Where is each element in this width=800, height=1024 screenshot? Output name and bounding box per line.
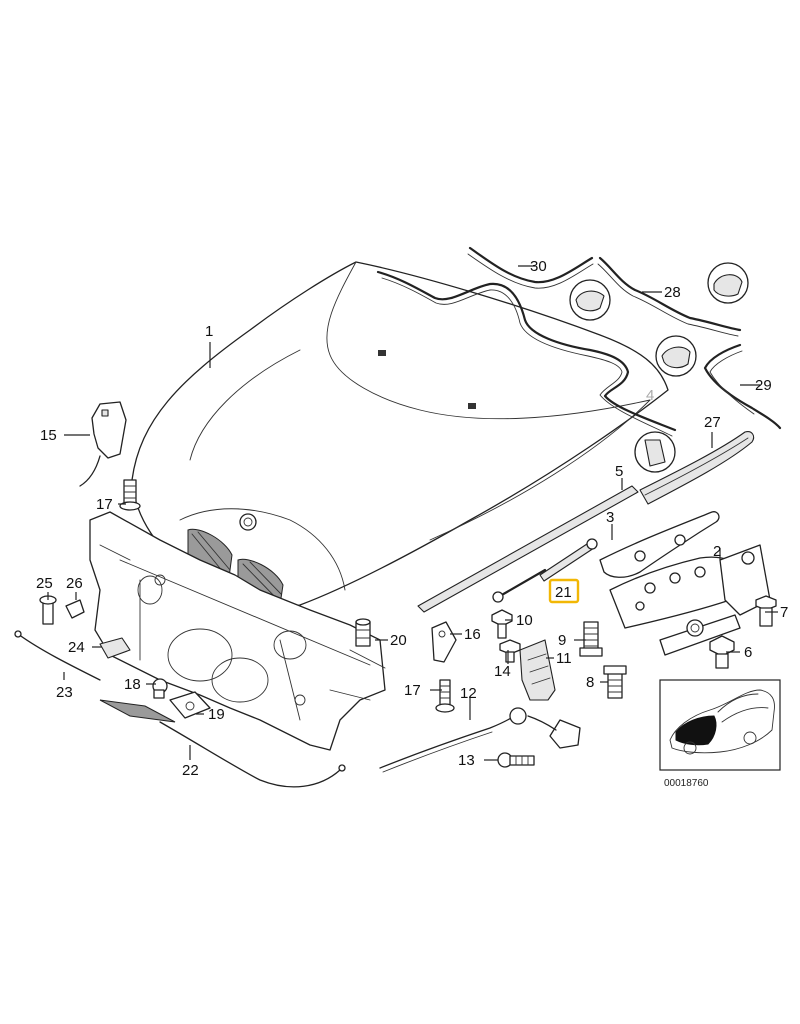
seal-rear[interactable] (376, 270, 677, 437)
part-labels: 1 2 3 4 5 6 7 8 9 10 11 12 13 14 15 16 1… (36, 258, 788, 779)
label-part-13[interactable]: 13 (458, 752, 475, 769)
label-part-8[interactable]: 8 (586, 674, 594, 691)
seal-right-lower[interactable] (703, 343, 782, 430)
label-part-22[interactable]: 22 (182, 762, 199, 779)
strip[interactable] (417, 485, 639, 613)
clip-26[interactable] (65, 599, 85, 619)
screw-17-top[interactable] (119, 479, 141, 511)
label-part-5[interactable]: 5 (615, 463, 623, 480)
car-locator-inset: 00018760 (659, 679, 781, 789)
label-part-27[interactable]: 27 (704, 414, 721, 431)
lock[interactable] (519, 639, 556, 701)
label-part-21[interactable]: 21 (555, 584, 572, 601)
label-part-26[interactable]: 26 (66, 575, 83, 592)
hinge[interactable] (659, 544, 771, 656)
label-part-25[interactable]: 25 (36, 575, 53, 592)
label-part-2[interactable]: 2 (713, 543, 721, 560)
safety-catch[interactable] (79, 401, 127, 487)
label-part-17-mid[interactable]: 17 (404, 682, 421, 699)
bolt-13[interactable] (497, 752, 535, 768)
label-part-1[interactable]: 1 (205, 323, 213, 340)
bowden-cable-12[interactable] (379, 707, 581, 773)
label-part-24[interactable]: 24 (68, 639, 85, 656)
label-part-17-top[interactable]: 17 (96, 496, 113, 513)
label-part-6[interactable]: 6 (744, 644, 752, 661)
leader-lines (47, 265, 778, 761)
cable-23[interactable] (14, 630, 101, 681)
label-part-16[interactable]: 16 (464, 626, 481, 643)
label-part-14[interactable]: 14 (494, 663, 511, 680)
car-icon (669, 689, 775, 755)
lock-19[interactable] (169, 691, 211, 719)
label-part-3[interactable]: 3 (606, 509, 614, 526)
label-part-10[interactable]: 10 (516, 612, 533, 629)
bracket-24[interactable] (99, 637, 131, 659)
label-part-4[interactable]: 4 (646, 387, 654, 404)
label-part-28[interactable]: 28 (664, 284, 681, 301)
bolt-25[interactable] (39, 595, 57, 625)
buffer-20[interactable] (355, 618, 371, 647)
label-part-9[interactable]: 9 (558, 632, 566, 649)
label-part-12[interactable]: 12 (460, 685, 477, 702)
bolt-8[interactable] (603, 665, 627, 699)
gas-strut[interactable] (492, 538, 598, 603)
seal-profile-4 (634, 431, 676, 473)
label-part-23[interactable]: 23 (56, 684, 73, 701)
seal-side-27[interactable] (639, 431, 755, 505)
label-part-18[interactable]: 18 (124, 676, 141, 693)
bolt-7[interactable] (755, 595, 777, 627)
highlight-box (548, 578, 580, 604)
seal-profile-28 (707, 262, 749, 304)
screw-10[interactable] (491, 609, 513, 639)
sheet-number: 00018760 (664, 778, 709, 789)
screw-14[interactable] (499, 639, 521, 663)
label-part-30[interactable]: 30 (530, 258, 547, 275)
bolt-6[interactable] (709, 635, 735, 669)
label-part-29[interactable]: 29 (755, 377, 772, 394)
label-part-7[interactable]: 7 (780, 604, 788, 621)
seal-profile-30 (569, 279, 611, 321)
catch-16[interactable] (431, 621, 457, 663)
seal-profile-29 (655, 335, 697, 377)
bolt-9[interactable] (579, 621, 603, 657)
seal-left-upper[interactable] (467, 246, 594, 289)
release-lever[interactable] (99, 699, 346, 788)
label-part-15[interactable]: 15 (40, 427, 57, 444)
hinge-arm[interactable] (599, 511, 746, 629)
label-part-11[interactable]: 11 (556, 650, 572, 667)
seal-right-upper[interactable] (597, 256, 742, 337)
screw-17-mid[interactable] (435, 679, 455, 713)
bracket-18[interactable] (152, 678, 168, 699)
label-part-19[interactable]: 19 (208, 706, 225, 723)
label-part-20[interactable]: 20 (390, 632, 407, 649)
